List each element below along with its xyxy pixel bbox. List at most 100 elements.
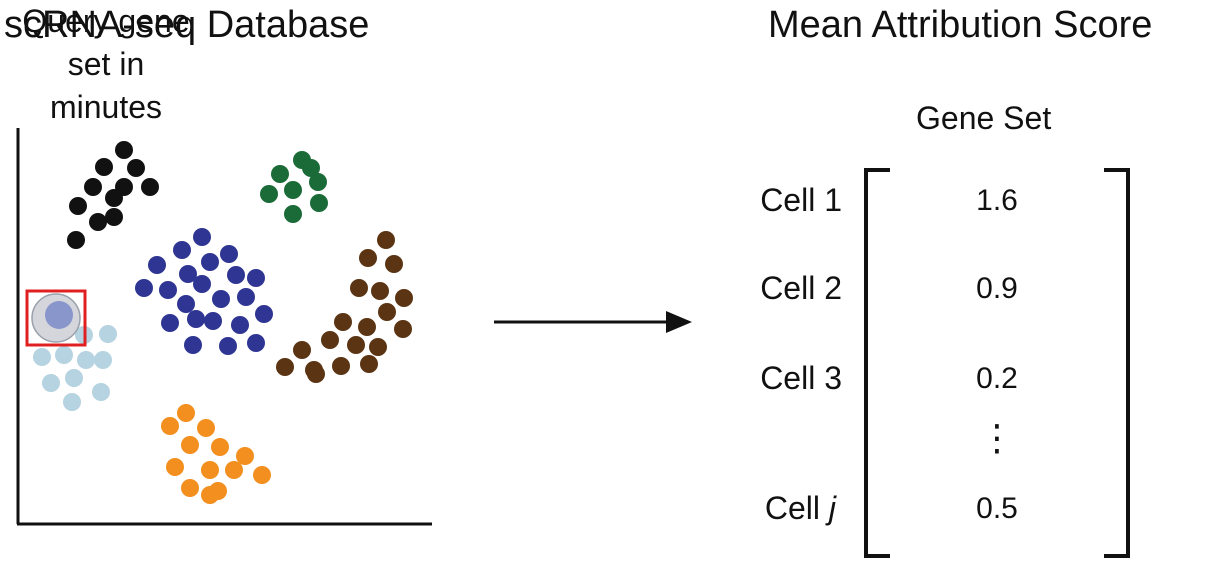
cell-point-brown (394, 320, 412, 338)
cell-point-orange (197, 419, 215, 437)
cell-point-green (271, 165, 289, 183)
cell-row-label: Cell 3 (760, 360, 842, 396)
cell-point-green (310, 194, 328, 212)
cell-row-label: Cell 1 (760, 182, 842, 218)
cell-point-blue (148, 256, 166, 274)
cell-point-brown (371, 282, 389, 300)
cell-point-blue (231, 316, 249, 334)
database-title: scRNA-seq Database (4, 4, 370, 46)
cell-point-blue (220, 245, 238, 263)
arrow-label-line: minutes (49, 89, 163, 125)
cell-point-blue (179, 265, 197, 283)
cell-point-orange (225, 461, 243, 479)
cell-point-light-blue (63, 393, 81, 411)
score-value: 0.9 (976, 272, 1018, 305)
cell-point-brown (350, 279, 368, 297)
cell-point-light-blue (99, 325, 117, 343)
cell-point-blue (247, 334, 265, 352)
score-value: 0.5 (976, 492, 1018, 525)
cell-point-light-blue (55, 346, 73, 364)
cell-point-blue (159, 281, 177, 299)
right-bracket (1104, 168, 1130, 558)
cell-row-label: Cell 2 (760, 270, 842, 306)
cell-point-black (141, 178, 159, 196)
cell-point-orange (201, 461, 219, 479)
cell-point-brown (385, 255, 403, 273)
cell-point-green (284, 181, 302, 199)
cell-point-brown (332, 357, 350, 375)
cell-point-orange (211, 438, 229, 456)
cell-point-black (127, 159, 145, 177)
cell-point-blue (247, 269, 265, 287)
cell-row-label: Cell j (764, 490, 836, 526)
highlighted-cell-nucleus (45, 301, 73, 329)
cell-point-black (69, 197, 87, 215)
cell-point-orange (201, 486, 219, 504)
cell-point-orange (181, 436, 199, 454)
cell-point-orange (177, 404, 195, 422)
cell-point-orange (181, 479, 199, 497)
cell-point-blue (201, 253, 219, 271)
cell-point-brown (307, 365, 325, 383)
query-arrow (494, 311, 692, 333)
cell-point-blue (212, 290, 230, 308)
cell-point-blue (187, 310, 205, 328)
cell-point-blue (237, 288, 255, 306)
arrow-label-line: Query gene (22, 3, 190, 39)
cell-point-blue (204, 312, 222, 330)
cell-point-blue (219, 337, 237, 355)
cell-point-blue (173, 241, 191, 259)
cell-point-blue (193, 275, 211, 293)
cell-point-brown (378, 303, 396, 321)
cell-point-orange (166, 458, 184, 476)
cell-point-brown (347, 336, 365, 354)
cell-point-black (89, 213, 107, 231)
gene-set-header: Gene Set (916, 100, 1052, 136)
cell-point-brown (377, 231, 395, 249)
cell-point-light-blue (92, 383, 110, 401)
left-bracket (864, 168, 890, 558)
highlighted-cell (25, 289, 87, 347)
cell-point-blue (193, 228, 211, 246)
cell-point-black (115, 141, 133, 159)
cell-point-blue (227, 266, 245, 284)
cell-point-green (309, 173, 327, 191)
ellipsis: ⋮ (979, 417, 1015, 458)
cell-point-brown (334, 313, 352, 331)
cell-points (33, 141, 413, 504)
cell-point-light-blue (33, 348, 51, 366)
arrow-label: Query gene set in minutes (0, 0, 212, 129)
cell-point-brown (276, 358, 294, 376)
cell-point-brown (358, 318, 376, 336)
cell-point-brown (360, 355, 378, 373)
cell-point-blue (255, 305, 273, 323)
arrow-label-line: set in (67, 46, 145, 82)
arrow-head (666, 311, 692, 333)
cell-point-blue (161, 314, 179, 332)
cell-point-light-blue (42, 374, 60, 392)
score-value: 0.2 (976, 362, 1018, 395)
cell-point-green (302, 159, 320, 177)
cell-point-black (105, 189, 123, 207)
cell-point-orange (161, 417, 179, 435)
cell-point-green (260, 185, 278, 203)
cell-point-brown (293, 341, 311, 359)
cell-point-brown (321, 331, 339, 349)
cell-point-blue (184, 336, 202, 354)
cell-point-black (95, 158, 113, 176)
cell-point-black (84, 178, 102, 196)
score-title: Mean Attribution Score (768, 4, 1153, 46)
cell-point-orange (236, 447, 254, 465)
highlight-box (25, 289, 87, 347)
cell-point-light-blue (94, 351, 112, 369)
cell-point-brown (359, 249, 377, 267)
cell-point-brown (369, 338, 387, 356)
cell-point-black (67, 231, 85, 249)
cell-point-light-blue (65, 369, 83, 387)
cell-point-brown (395, 289, 413, 307)
cell-point-green (284, 205, 302, 223)
score-value: 1.6 (976, 184, 1018, 217)
cell-point-black (105, 208, 123, 226)
cell-point-blue (135, 279, 153, 297)
